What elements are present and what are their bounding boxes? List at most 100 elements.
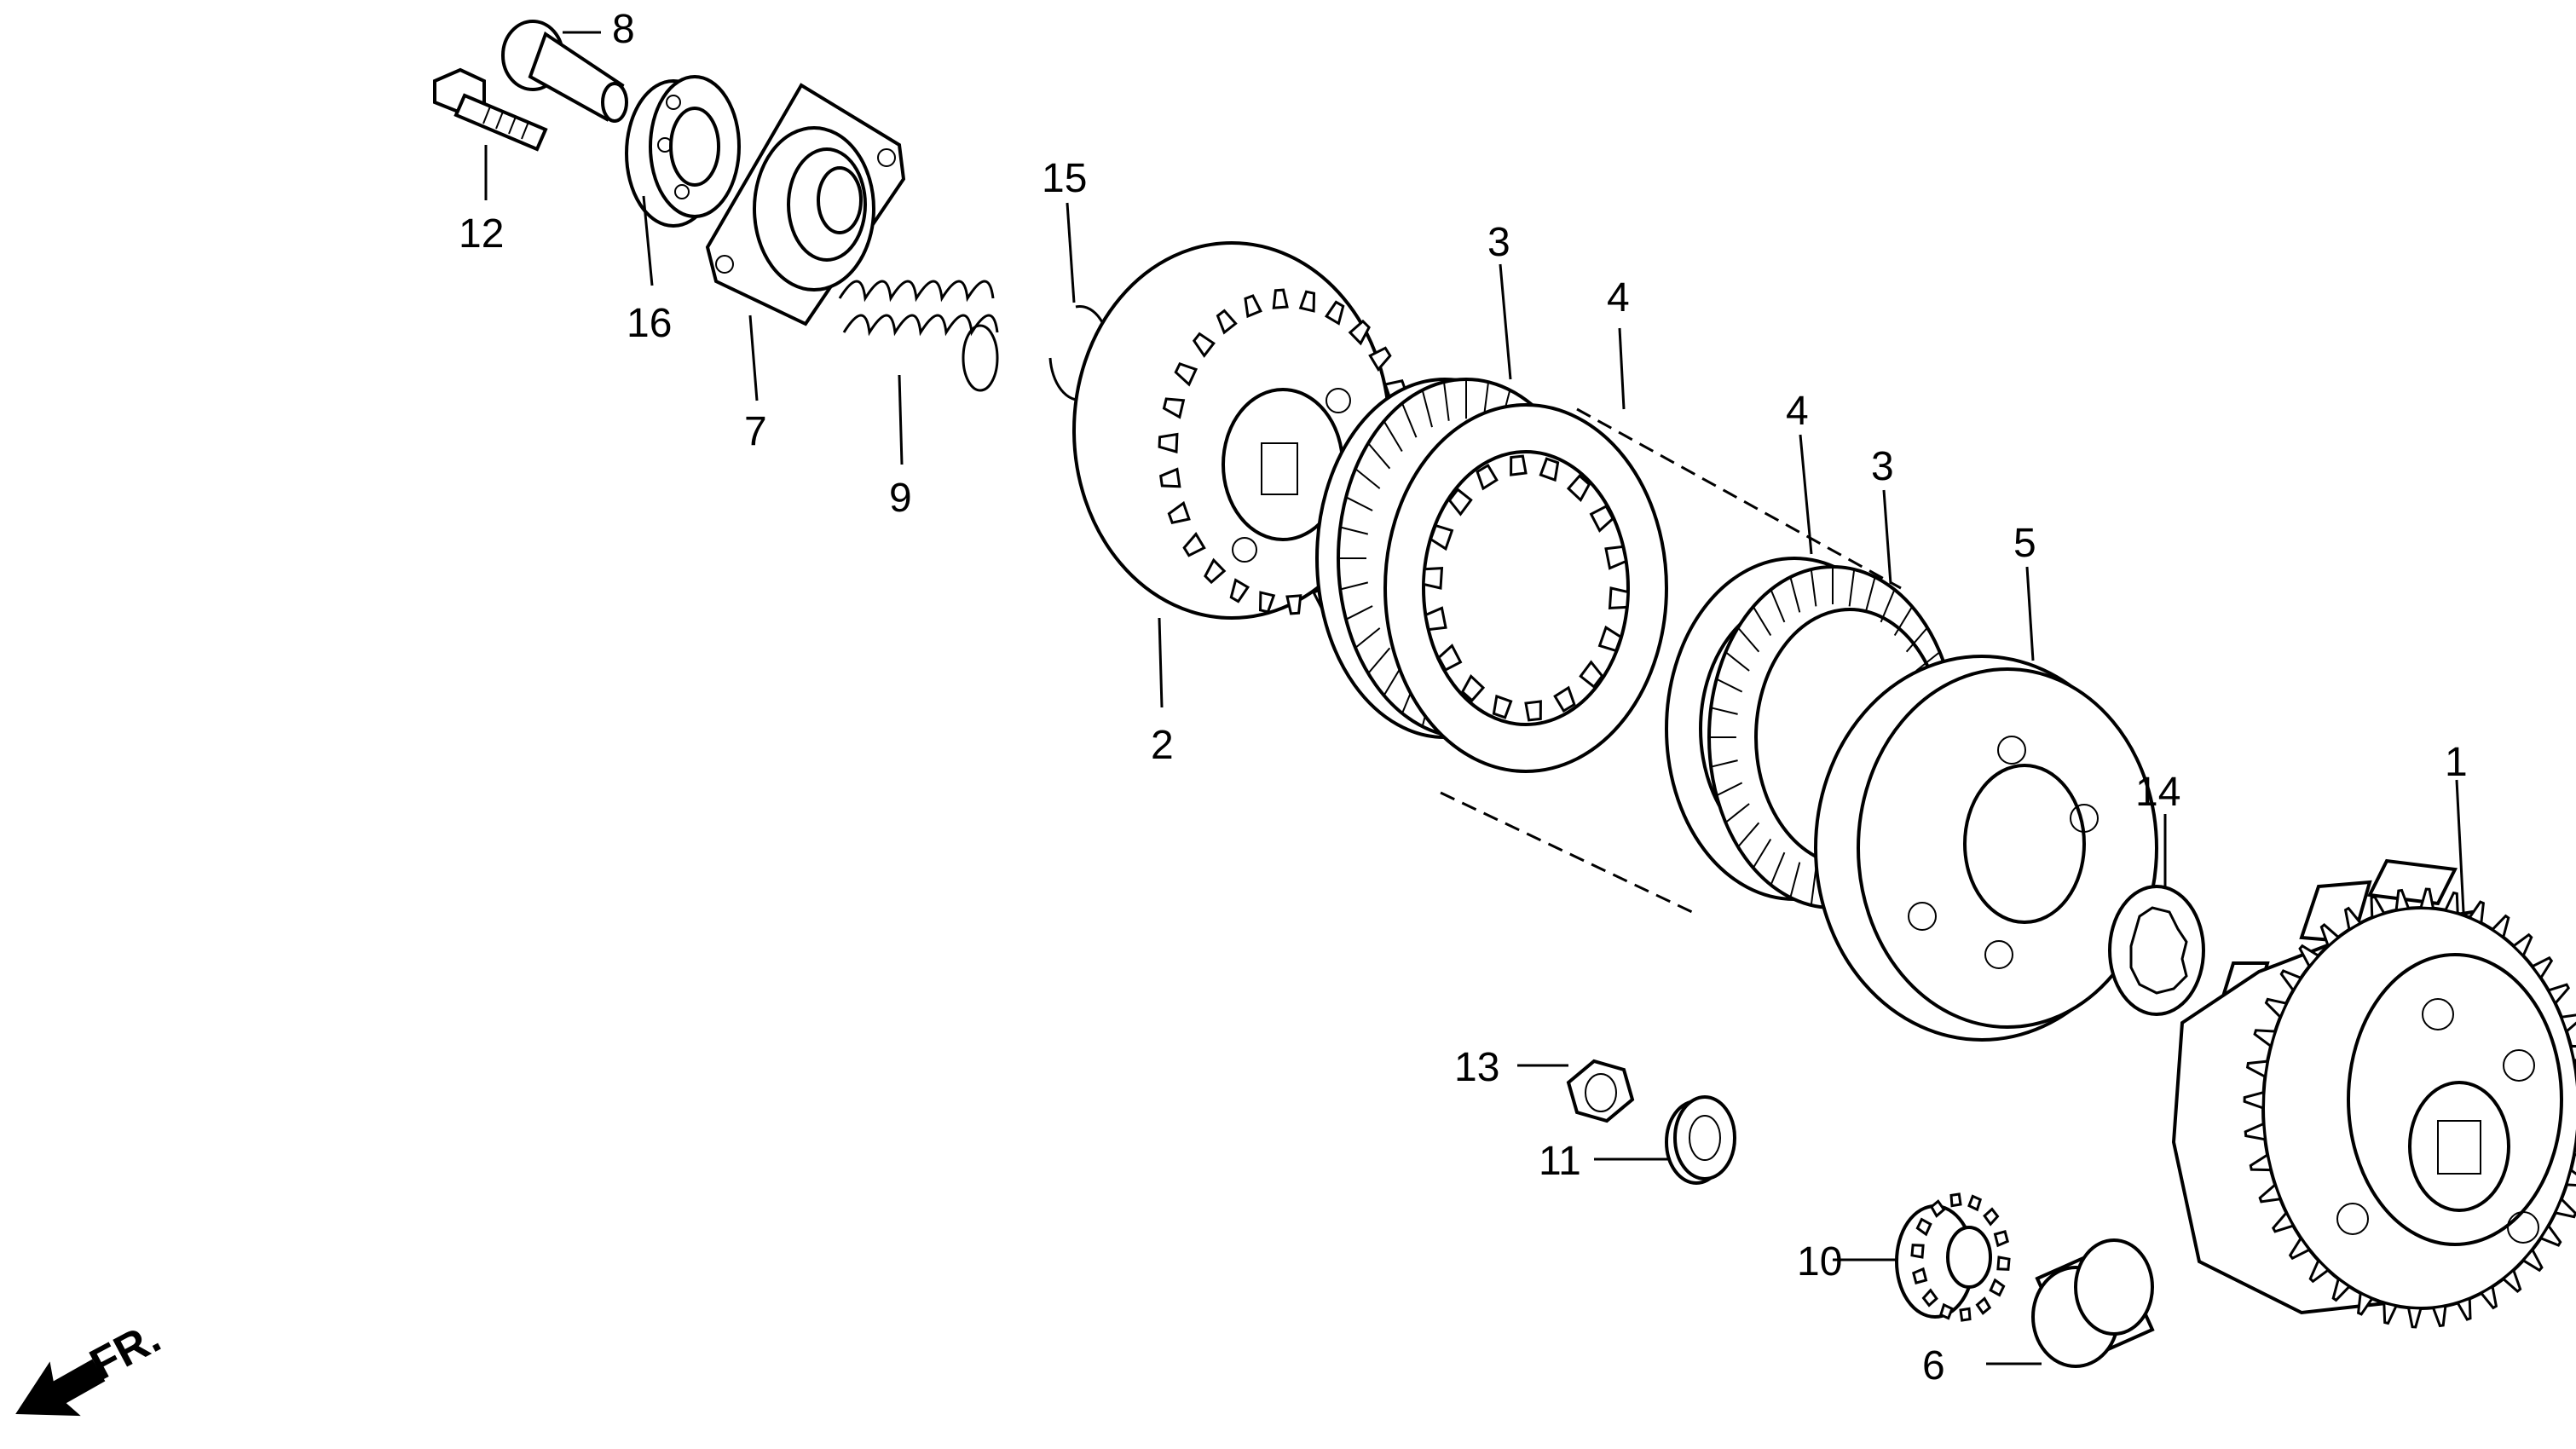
friction-segment-line: [1880, 589, 1896, 623]
friction-segment-line: [1724, 803, 1750, 823]
callout-7: 8: [612, 7, 635, 52]
friction-segment-line: [1752, 606, 1772, 637]
gear-tooth: [1162, 397, 1186, 419]
gear-tooth: [2279, 969, 2303, 993]
gear-tooth: [2490, 914, 2510, 940]
gear-tooth: [1348, 319, 1371, 346]
friction-segment-line: [1724, 651, 1750, 672]
friction-segment-line: [1383, 420, 1403, 453]
assembly-line-upper: [1576, 407, 1902, 590]
leader-lines: [484, 31, 2465, 1365]
gear-tooth: [1204, 557, 1227, 585]
gear-tooth: [2370, 895, 2386, 920]
plate-tooth: [1608, 586, 1630, 609]
lock-washer-part-14: [2108, 885, 2205, 1016]
gear-tooth: [2511, 932, 2533, 958]
gear-tooth: [1298, 290, 1316, 313]
bolt-part-12: [433, 67, 548, 152]
gear-tooth: [2521, 1247, 2544, 1273]
gear-tooth: [1182, 532, 1206, 557]
friction-segment-line: [1810, 868, 1817, 906]
gear-tooth: [1910, 1244, 1925, 1259]
gear-tooth: [1285, 594, 1302, 615]
gear-tooth: [2243, 1090, 2266, 1111]
callout-12: 12: [459, 211, 504, 257]
gear-tooth: [1368, 346, 1392, 372]
gear-tooth: [2245, 1059, 2269, 1079]
arrow-left-down-icon: [15, 1359, 106, 1417]
gear-tooth: [2419, 887, 2435, 910]
friction-segment-line: [1710, 707, 1738, 715]
gear-tooth: [2331, 1276, 2352, 1302]
friction-segment-line: [1340, 526, 1369, 535]
gear-tooth: [2356, 1290, 2375, 1316]
gear-tooth: [2249, 1152, 2273, 1172]
gear-tooth: [2406, 1306, 2423, 1329]
gear-tooth: [1929, 1199, 1946, 1218]
friction-segment-line: [1443, 382, 1450, 421]
gear-tooth: [1159, 467, 1181, 488]
plate-tooth: [1447, 488, 1473, 517]
friction-segment-line: [1905, 626, 1928, 653]
friction-segment-line: [1752, 838, 1772, 869]
gear-tooth: [1989, 1278, 2006, 1297]
shoulder-bolt-part-7: [501, 20, 628, 123]
callout-11: 11: [1539, 1139, 1581, 1184]
gear-tooth: [1324, 300, 1345, 326]
washer-part-11: [1665, 1095, 1736, 1185]
friction-segment-line: [1345, 605, 1373, 621]
gear-tooth: [2538, 1223, 2562, 1247]
callout-10: 6: [1922, 1343, 1945, 1388]
callout-3-left: 3: [1487, 220, 1510, 265]
clutch-plate-part-4-left: [1383, 403, 1668, 773]
callout-8: 9: [889, 476, 912, 521]
plate-tooth: [1437, 644, 1463, 673]
callout-14: 14: [2135, 770, 2180, 815]
assembly-line-lower: [1440, 791, 1693, 914]
gear-tooth: [1975, 1296, 1992, 1315]
plate-tooth: [1510, 454, 1528, 476]
gear-tooth: [2244, 1122, 2267, 1141]
gear-tooth: [2443, 891, 2459, 915]
friction-segment-line: [1789, 576, 1801, 613]
gear-tooth: [2530, 955, 2554, 981]
gear-tooth: [1174, 361, 1198, 387]
gear-tooth: [2394, 888, 2411, 912]
plate-tooth: [1604, 545, 1628, 570]
gear-tooth: [1912, 1267, 1928, 1284]
callout-16: 16: [627, 301, 672, 346]
callout-4-right: 4: [1786, 389, 1809, 434]
plate-tooth: [1524, 700, 1542, 722]
gear-tooth: [2264, 997, 2289, 1019]
gear-tooth: [2573, 1137, 2576, 1157]
callout-5: 5: [2013, 521, 2036, 566]
drive-gear-part-9: [1895, 1192, 2011, 1322]
gear-tooth: [1938, 1302, 1954, 1320]
plate-tooth: [1553, 685, 1576, 713]
gear-tooth: [2479, 1284, 2498, 1310]
friction-segment-line: [1893, 606, 1914, 637]
gear-tooth: [2271, 1210, 2296, 1233]
plate-tooth: [1460, 673, 1486, 702]
lifter-plate-part-6: [705, 83, 906, 326]
friction-segment-line: [1789, 862, 1801, 898]
friction-segment-line: [1401, 402, 1418, 438]
gear-tooth: [2564, 1168, 2576, 1187]
gear-tooth: [1258, 591, 1276, 614]
gear-tooth: [1921, 1288, 1938, 1308]
plate-tooth: [1589, 504, 1614, 533]
gear-tooth: [1216, 309, 1238, 335]
friction-segment-line: [1737, 822, 1760, 848]
gear-tooth: [2431, 1304, 2447, 1328]
gear-tooth: [2546, 983, 2571, 1006]
friction-segment-line: [1354, 627, 1381, 649]
friction-segment-line: [1345, 496, 1373, 511]
gear-tooth: [2501, 1267, 2522, 1293]
friction-segment-line: [1915, 651, 1941, 672]
callout-3-right: 3: [1871, 444, 1894, 489]
friction-segment-line: [1810, 569, 1817, 607]
callout-13: 13: [1454, 1045, 1499, 1090]
gear-tooth: [2343, 906, 2363, 932]
gear-tooth: [1229, 578, 1250, 603]
